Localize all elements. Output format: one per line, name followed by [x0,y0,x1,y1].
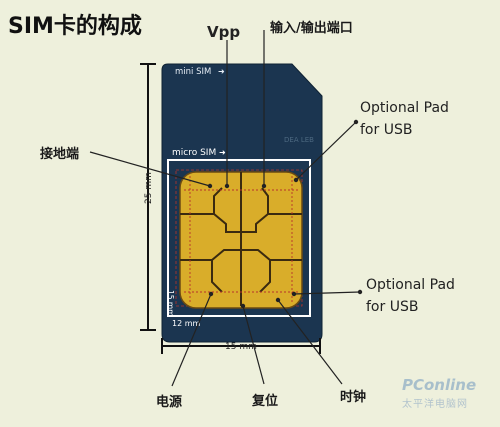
clock-label: 时钟 [340,390,367,405]
micro-sim-arrow: ➜ [219,148,226,157]
micro-sim-outline [167,159,311,317]
optional-pad-bottom-line1: Optional Pad [366,277,455,293]
reset-label: 复位 [252,394,279,409]
watermark-logo: PConline [402,376,477,394]
page-title: SIM卡的构成 [8,14,142,39]
width-label: 15 mm [225,342,257,352]
mini-sim-label: mini SIM [175,67,211,77]
dimension-25mm [140,63,156,331]
chip-contact-lines [180,172,302,306]
watermark-subtext: 太平洋电脑网 [402,399,468,410]
micro-sim-label: micro SIM [172,148,216,158]
io-port-label: 输入/输出端口 [270,21,353,36]
callout-dots [207,119,363,309]
micro-width-label: 12 mm [172,319,201,328]
optional-pad-top-line1: Optional Pad [360,100,449,116]
optional-pad-top-line2: for USB [360,122,413,138]
vpp-label: Vpp [207,23,241,41]
height-label: 25 mm [144,172,154,204]
power-label: 电源 [156,395,183,410]
callout-lines [89,30,361,387]
pin-guide-lines [184,176,298,304]
optional-pad-bottom-label: Optional Pad for USB [366,274,455,318]
faint-card-text: DEA LEB [284,136,314,144]
optional-pad-bottom-line2: for USB [366,299,419,315]
mini-sim-arrow: ➜ [218,67,225,76]
micro-height-label: 15 mm [166,290,175,317]
optional-pad-top-label: Optional Pad for USB [360,97,449,141]
ground-label: 接地端 [40,147,80,162]
